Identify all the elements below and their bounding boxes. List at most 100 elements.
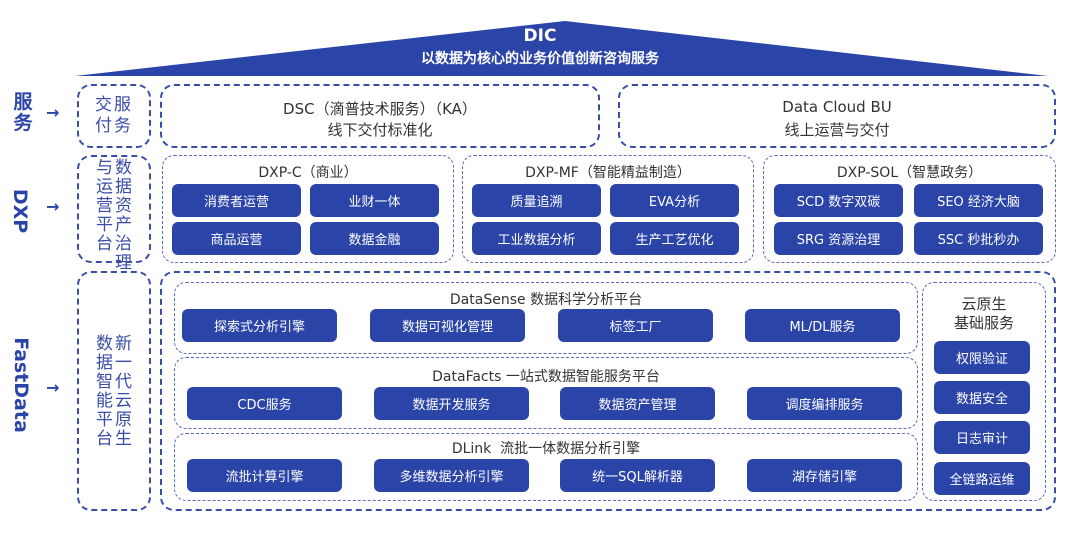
dxp-item[interactable]: SCD 数字双碳 bbox=[774, 184, 903, 217]
vertical-char: 云 bbox=[115, 391, 132, 411]
service-scope-lines: 交服 付务 bbox=[79, 95, 149, 137]
fastdata-scope-col-2: 数据智能平台 bbox=[96, 335, 113, 449]
vertical-char: 原 bbox=[115, 410, 132, 430]
vertical-char: 资 bbox=[115, 196, 132, 216]
arrow-icon: → bbox=[46, 197, 60, 216]
layer-label-fastdata: FastData bbox=[6, 330, 36, 440]
vertical-char: 平 bbox=[96, 410, 113, 430]
platform-item[interactable]: 数据资产管理 bbox=[560, 387, 715, 420]
dxp-item[interactable]: 消费者运营 bbox=[172, 184, 301, 217]
vertical-char: 一 bbox=[115, 353, 132, 373]
service-box-datacloud-line2: 线上运营与交付 bbox=[784, 121, 890, 139]
vertical-char: 智 bbox=[96, 372, 113, 392]
platform-item[interactable]: 统一SQL解析器 bbox=[560, 459, 715, 492]
service-box-dsc-line2: 线下交付标准化 bbox=[327, 121, 433, 139]
dxp-scope-col-2: 与运营平台 bbox=[96, 159, 113, 273]
fastdata-scope-box: 新一代云原生 数据智能平台 bbox=[77, 271, 151, 511]
platform-item[interactable]: 流批计算引擎 bbox=[187, 459, 342, 492]
platform-datasense: DataSense 数据科学分析平台 探索式分析引擎 数据可视化管理 标签工厂 … bbox=[174, 282, 918, 354]
dxp-item[interactable]: SRG 资源治理 bbox=[774, 222, 903, 255]
vertical-char: 台 bbox=[96, 429, 113, 449]
service-scope-line-1: 交服 bbox=[95, 95, 133, 115]
cloud-native-item[interactable]: 日志审计 bbox=[934, 421, 1030, 454]
vertical-char: 产 bbox=[115, 215, 132, 235]
dxp-item[interactable]: 工业数据分析 bbox=[472, 222, 601, 255]
cloud-native-item[interactable]: 权限验证 bbox=[934, 341, 1030, 374]
dxp-item[interactable]: SSC 秒批秒办 bbox=[914, 222, 1043, 255]
platform-item[interactable]: CDC服务 bbox=[187, 387, 342, 420]
dxp-group-government: DXP-SOL（智慧政务） SCD 数字双碳 SEO 经济大脑 SRG 资源治理… bbox=[763, 155, 1056, 263]
vertical-char: 数 bbox=[115, 158, 132, 178]
vertical-char: 与 bbox=[96, 158, 113, 178]
platform-title: DataSense 数据科学分析平台 bbox=[449, 292, 643, 308]
dxp-item[interactable]: 生产工艺优化 bbox=[610, 222, 739, 255]
vertical-char: 务 bbox=[13, 112, 33, 134]
platform-item[interactable]: ML/DL服务 bbox=[745, 309, 900, 342]
vertical-char: 营 bbox=[96, 196, 113, 216]
vertical-char: 据 bbox=[96, 353, 113, 373]
platform-title: DataFacts 一站式数据智能服务平台 bbox=[432, 369, 660, 385]
dxp-scope-box: 数据资产治理 与运营平台 bbox=[77, 155, 151, 273]
cloud-native-title-2: 基础服务 bbox=[953, 314, 1014, 332]
vertical-char: 理 bbox=[115, 253, 132, 273]
layer-label-dxp: DXP bbox=[6, 189, 36, 233]
platform-item[interactable]: 探索式分析引擎 bbox=[182, 309, 337, 342]
dxp-item[interactable]: 业财一体 bbox=[310, 184, 439, 217]
roof-banner bbox=[75, 21, 1048, 76]
cloud-native-title-1: 云原生 bbox=[961, 295, 1007, 313]
platform-item[interactable]: 多维数据分析引擎 bbox=[374, 459, 529, 492]
dxp-item[interactable]: 质量追溯 bbox=[472, 184, 601, 217]
layer-label-dxp-text: DXP bbox=[9, 188, 32, 234]
vertical-char: 据 bbox=[115, 177, 132, 197]
dxp-item[interactable]: SEO 经济大脑 bbox=[914, 184, 1043, 217]
dxp-scope-col-1: 数据资产治理 bbox=[115, 159, 132, 273]
dxp-group-title: DXP-C（商业） bbox=[258, 165, 358, 181]
vertical-char: 能 bbox=[96, 391, 113, 411]
dxp-scope-text: 数据资产治理 与运营平台 bbox=[79, 159, 149, 273]
layer-label-service: 服务 bbox=[12, 92, 34, 134]
vertical-char: 治 bbox=[115, 234, 132, 254]
platform-item[interactable]: 数据可视化管理 bbox=[370, 309, 525, 342]
cloud-native-services: 云原生 基础服务 权限验证 数据安全 日志审计 全链路运维 bbox=[922, 282, 1046, 501]
dxp-item[interactable]: 商品运营 bbox=[172, 222, 301, 255]
roof-subtitle: 以数据为核心的业务价值创新咨询服务 bbox=[421, 51, 659, 67]
dxp-group-commerce: DXP-C（商业） 消费者运营 业财一体 商品运营 数据金融 bbox=[162, 155, 454, 263]
dxp-group-manufacturing: DXP-MF（智能精益制造） 质量追溯 EVA分析 工业数据分析 生产工艺优化 bbox=[462, 155, 754, 263]
vertical-char: 服 bbox=[13, 91, 33, 113]
service-box-datacloud-line1: Data Cloud BU bbox=[782, 98, 892, 116]
vertical-char: 平 bbox=[96, 215, 113, 235]
fastdata-scope-text: 新一代云原生 数据智能平台 bbox=[79, 335, 149, 449]
vertical-char: 生 bbox=[115, 429, 132, 449]
service-box-datacloud: Data Cloud BU 线上运营与交付 bbox=[618, 84, 1056, 148]
platform-datafacts: DataFacts 一站式数据智能服务平台 CDC服务 数据开发服务 数据资产管… bbox=[174, 357, 918, 429]
arrow-icon: → bbox=[46, 378, 60, 397]
cloud-native-item[interactable]: 全链路运维 bbox=[934, 462, 1030, 495]
platform-item[interactable]: 标签工厂 bbox=[558, 309, 713, 342]
service-box-dsc-line1: DSC（滴普技术服务）（KA） bbox=[283, 100, 477, 118]
platform-item[interactable]: 数据开发服务 bbox=[374, 387, 529, 420]
dxp-item[interactable]: 数据金融 bbox=[310, 222, 439, 255]
service-scope-line-2: 付务 bbox=[95, 116, 133, 136]
vertical-char: 数 bbox=[96, 334, 113, 354]
roof-title: DIC bbox=[523, 26, 557, 46]
service-scope-box: 付务 交服 付务 bbox=[77, 84, 151, 148]
vertical-char: 台 bbox=[96, 234, 113, 254]
dxp-item[interactable]: EVA分析 bbox=[610, 184, 739, 217]
vertical-char: 代 bbox=[115, 372, 132, 392]
dxp-group-title: DXP-MF（智能精益制造） bbox=[525, 165, 691, 181]
platform-dlink: DLink 流批一体数据分析引擎 流批计算引擎 多维数据分析引擎 统一SQL解析… bbox=[174, 433, 918, 501]
layer-label-fastdata-text: FastData bbox=[10, 337, 32, 433]
vertical-char: 新 bbox=[115, 334, 132, 354]
platform-item[interactable]: 湖存储引擎 bbox=[747, 459, 902, 492]
vertical-char: 运 bbox=[96, 177, 113, 197]
arrow-icon: → bbox=[46, 103, 60, 122]
cloud-native-item[interactable]: 数据安全 bbox=[934, 381, 1030, 414]
dxp-group-title: DXP-SOL（智慧政务） bbox=[836, 165, 983, 181]
layer-label-service-text: 服务 bbox=[12, 92, 34, 134]
roof-shape bbox=[75, 21, 1048, 76]
fastdata-scope-col-1: 新一代云原生 bbox=[115, 335, 132, 449]
platform-item[interactable]: 调度编排服务 bbox=[747, 387, 902, 420]
fastdata-container: DataSense 数据科学分析平台 探索式分析引擎 数据可视化管理 标签工厂 … bbox=[160, 271, 1056, 511]
service-box-dsc: DSC（滴普技术服务）（KA） 线下交付标准化 bbox=[160, 84, 600, 148]
platform-title: DLink 流批一体数据分析引擎 bbox=[451, 441, 641, 457]
